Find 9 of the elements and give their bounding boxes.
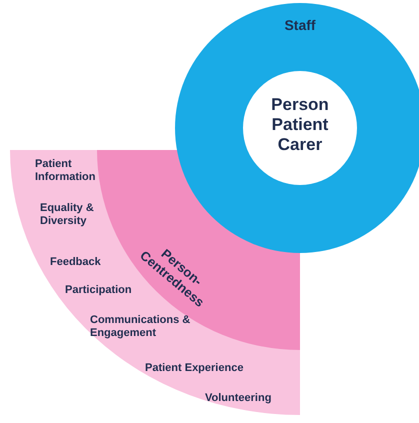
list-item-text: Participation [65,284,133,297]
list-item-text: Patient Experience [145,362,244,375]
list-item-text: Feedback [50,256,102,269]
list-item-text: Equality & Diversity [40,202,95,228]
center-label: Person Patient Carer [270,95,330,155]
list-item-text: Patient Information [35,158,96,184]
list-item-text: Volunteering [205,392,272,405]
list-item-text: Communications & Engagement [90,314,192,340]
ring-label: Staff [283,19,317,32]
